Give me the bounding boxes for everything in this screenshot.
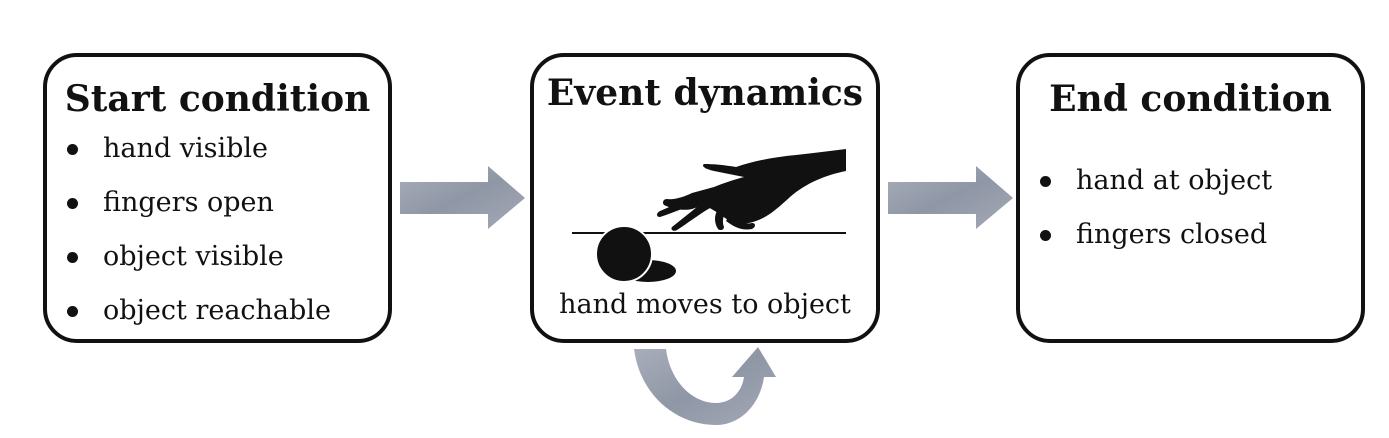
- list-item-label: fingers open: [103, 187, 274, 218]
- event-dynamics-box: Event dynamics hand moves to object: [530, 53, 880, 343]
- list-item-label: object visible: [103, 241, 284, 272]
- list-item: object visible: [65, 237, 331, 291]
- hand-icon: [657, 149, 846, 231]
- list-item: hand at object: [1038, 161, 1272, 215]
- arrow-right-icon: [400, 166, 525, 229]
- bullet-icon: [67, 144, 78, 155]
- start-condition-box: Start condition hand visible fingers ope…: [43, 53, 392, 343]
- bullet-icon: [1040, 176, 1051, 187]
- list-item: fingers open: [65, 183, 331, 237]
- bullet-icon: [67, 306, 78, 317]
- end-condition-title: End condition: [1049, 78, 1332, 120]
- ball-icon: [595, 225, 653, 283]
- list-item: fingers closed: [1038, 215, 1272, 269]
- arrow-right-icon: [888, 166, 1013, 229]
- end-condition-box: End condition hand at object fingers clo…: [1016, 53, 1365, 343]
- bullet-icon: [67, 252, 78, 263]
- list-item: hand visible: [65, 129, 331, 183]
- list-item-label: object reachable: [103, 295, 331, 326]
- hand-reaching-illustration: [572, 149, 846, 283]
- loop-arrow-icon: [634, 347, 776, 425]
- start-condition-title: Start condition: [64, 78, 371, 120]
- bullet-icon: [1040, 230, 1051, 241]
- bullet-icon: [67, 198, 78, 209]
- list-item: object reachable: [65, 291, 331, 345]
- list-item-label: fingers closed: [1076, 219, 1268, 250]
- event-caption: hand moves to object: [559, 289, 851, 320]
- list-item-label: hand visible: [103, 133, 269, 164]
- event-dynamics-title: Event dynamics: [546, 72, 864, 114]
- list-item-label: hand at object: [1076, 165, 1273, 196]
- end-condition-list: hand at object fingers closed: [1038, 161, 1272, 269]
- start-condition-list: hand visible fingers open object visible…: [65, 129, 331, 345]
